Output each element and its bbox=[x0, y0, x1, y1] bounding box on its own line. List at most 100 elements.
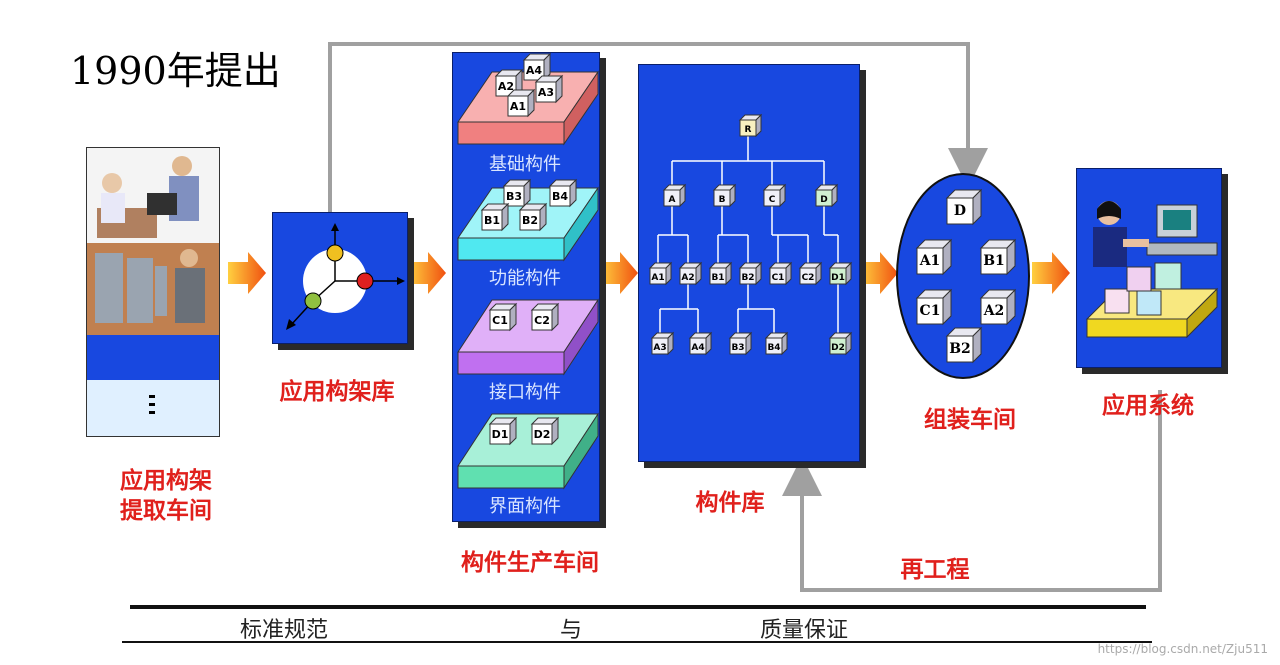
tree-node-A1-label: A1 bbox=[651, 273, 664, 283]
assembly-cube-A2-label: A2 bbox=[983, 303, 1005, 319]
extraction-illustration bbox=[87, 148, 219, 436]
framework-library-box bbox=[272, 212, 408, 344]
slab-ui-label: 界面构件 bbox=[489, 496, 561, 517]
tree-node-R: R bbox=[738, 113, 763, 138]
tree-node-A3-label: A3 bbox=[653, 343, 666, 353]
slab-cube-B4-label: B4 bbox=[552, 190, 568, 203]
assembly-cube-B1: B1 bbox=[979, 238, 1017, 276]
footer-rule-bottom bbox=[122, 641, 1152, 643]
tree-node-C: C bbox=[762, 183, 787, 208]
slab-cube-A4-label: A4 bbox=[526, 64, 543, 77]
tree-node-C2-label: C2 bbox=[802, 273, 815, 283]
tree-node-D2: D2 bbox=[828, 331, 853, 356]
slab-interface-label: 接口构件 bbox=[489, 382, 561, 403]
slab-cube-A4: A4 bbox=[522, 52, 552, 82]
slab-cube-C1: C1 bbox=[488, 302, 518, 332]
slab-cube-B3-label: B3 bbox=[506, 190, 522, 203]
tree-node-B: B bbox=[712, 183, 737, 208]
assembly-cube-A1-label: A1 bbox=[919, 253, 941, 269]
footer-and: 与 bbox=[560, 618, 583, 643]
reengineering-arrow bbox=[782, 390, 1162, 592]
slab-cube-B2: B2 bbox=[518, 202, 548, 232]
slab-cube-A2: A2 bbox=[494, 68, 524, 98]
slab-cube-B2-label: B2 bbox=[522, 214, 538, 227]
slab-cube-D2-label: D2 bbox=[534, 428, 551, 441]
tree-node-D2-label: D2 bbox=[831, 343, 845, 353]
framework-illustration bbox=[286, 223, 405, 330]
tree-node-A1: A1 bbox=[648, 261, 673, 286]
slab-cube-D1: D1 bbox=[488, 416, 518, 446]
footer-rule-top bbox=[130, 605, 1146, 609]
tree-node-A4-label: A4 bbox=[691, 343, 704, 353]
page-title: 1990年提出 bbox=[70, 49, 281, 93]
tree-node-D: D bbox=[814, 183, 839, 208]
production-workshop-label: 构件生产车间 bbox=[461, 550, 599, 576]
assembly-cube-B2: B2 bbox=[945, 326, 983, 364]
assembly-cube-A2: A2 bbox=[979, 288, 1017, 326]
slab-cube-D1-label: D1 bbox=[492, 428, 509, 441]
assembly-cube-A1: A1 bbox=[915, 238, 953, 276]
tree-node-R-label: R bbox=[745, 125, 752, 135]
slab-basic-label: 基础构件 bbox=[489, 154, 561, 175]
tree-node-C1-label: C1 bbox=[772, 273, 785, 283]
application-system-box bbox=[1076, 168, 1222, 368]
slab-cube-C2: C2 bbox=[530, 302, 560, 332]
component-library-label: 构件库 bbox=[695, 490, 765, 516]
slab-cube-A1-label: A1 bbox=[510, 100, 526, 113]
slab-cube-D2: D2 bbox=[530, 416, 560, 446]
tree-node-C2: C2 bbox=[798, 261, 823, 286]
tree-node-B3-label: B3 bbox=[731, 343, 744, 353]
slab-cube-A3: A3 bbox=[534, 74, 564, 104]
assembly-cube-D-label: D bbox=[954, 203, 966, 219]
tree-node-B2: B2 bbox=[738, 261, 763, 286]
tree-node-B-label: B bbox=[719, 195, 726, 205]
extraction-line1: 应用构架 bbox=[120, 468, 212, 494]
application-system-label: 应用系统 bbox=[1102, 393, 1194, 419]
application-illustration bbox=[1085, 201, 1219, 339]
slab-cube-B4: B4 bbox=[548, 178, 578, 208]
extraction-workshop-image bbox=[86, 147, 220, 437]
slab-functional-label: 功能构件 bbox=[489, 268, 561, 289]
tree-node-A: A bbox=[662, 183, 687, 208]
tree-node-D-label: D bbox=[820, 195, 827, 205]
assembly-workshop-label: 组装车间 bbox=[924, 407, 1016, 433]
slab-interface bbox=[457, 298, 599, 376]
tree-node-A4: A4 bbox=[688, 331, 713, 356]
slab-cube-B3: B3 bbox=[502, 178, 532, 208]
slab-cube-A1: A1 bbox=[506, 88, 536, 118]
tree-node-A3: A3 bbox=[650, 331, 675, 356]
tree-node-B4-label: B4 bbox=[767, 343, 780, 353]
assembly-cube-C1: C1 bbox=[915, 288, 953, 326]
tree-node-C-label: C bbox=[769, 195, 776, 205]
slab-cube-A2-label: A2 bbox=[498, 80, 514, 93]
slab-cube-B1: B1 bbox=[480, 202, 510, 232]
tree-node-A2-label: A2 bbox=[681, 273, 694, 283]
tree-node-A-label: A bbox=[669, 195, 676, 205]
footer-standards: 标准规范 bbox=[240, 618, 329, 643]
tree-node-B4: B4 bbox=[764, 331, 789, 356]
tree-node-A2: A2 bbox=[678, 261, 703, 286]
framework-library-label: 应用构架库 bbox=[279, 379, 395, 405]
extraction-workshop-label: 应用构架 提取车间 bbox=[86, 466, 246, 526]
assembly-cube-B1-label: B1 bbox=[983, 253, 1005, 269]
tree-node-C1: C1 bbox=[768, 261, 793, 286]
extraction-line2: 提取车间 bbox=[120, 498, 212, 524]
top-feedback-arrow bbox=[328, 42, 988, 212]
tree-node-B2-label: B2 bbox=[741, 273, 754, 283]
footer-quality: 质量保证 bbox=[760, 618, 849, 643]
assembly-cube-B2-label: B2 bbox=[949, 341, 971, 357]
reengineering-label: 再工程 bbox=[900, 557, 970, 583]
slab-cube-B1-label: B1 bbox=[484, 214, 500, 227]
tree-node-D1-label: D1 bbox=[831, 273, 845, 283]
watermark: https://blog.csdn.net/Zju511 bbox=[1097, 642, 1268, 656]
assembly-cube-C1-label: C1 bbox=[920, 303, 941, 319]
tree-node-B3: B3 bbox=[728, 331, 753, 356]
tree-node-D1: D1 bbox=[828, 261, 853, 286]
slab-ui bbox=[457, 412, 599, 490]
tree-node-B1: B1 bbox=[708, 261, 733, 286]
slab-cube-C1-label: C1 bbox=[492, 314, 508, 327]
